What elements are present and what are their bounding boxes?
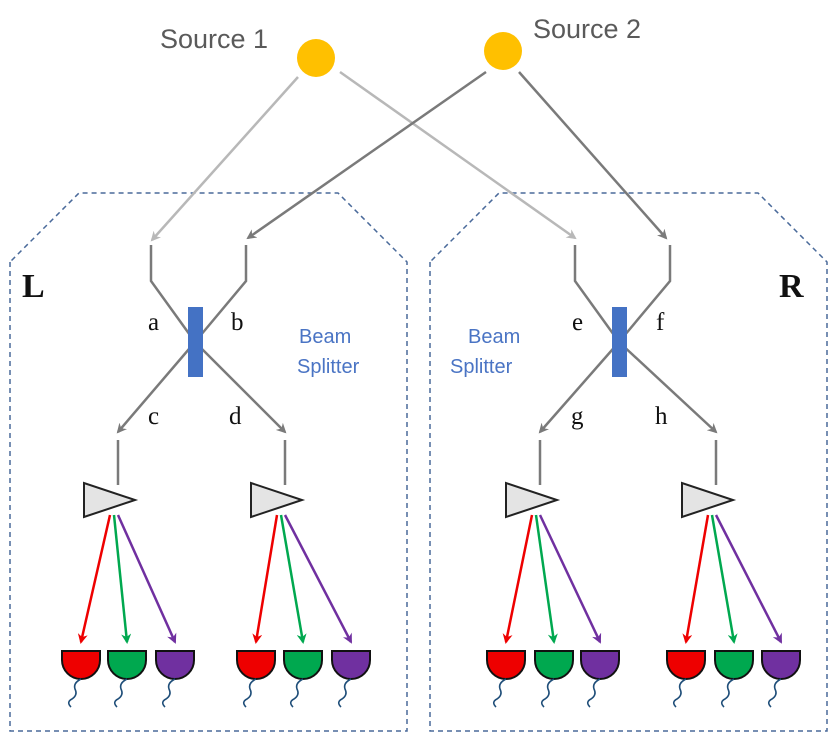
detector-wire-right-2-l (337, 678, 352, 708)
amplifier-left-r (505, 481, 561, 519)
source-2 (484, 32, 522, 70)
detector-arrow-left-2-r (538, 514, 602, 644)
detector-wire-right-2-r (767, 678, 782, 708)
port-out-left-r (538, 341, 620, 434)
amplifier-left-l (83, 481, 139, 519)
port-out-right-r (618, 341, 718, 434)
port-a-label: a (148, 309, 159, 336)
detector-left-1-r (534, 650, 574, 680)
beam-splitter-l (188, 307, 203, 377)
detector-wire-right-0-r (672, 678, 687, 708)
detector-arrow-left-2-l (116, 514, 177, 644)
port-b-label: b (231, 309, 244, 336)
region-r-label: R (779, 268, 804, 305)
detector-arrow-right-2-l (283, 514, 353, 644)
detector-arrow-right-1-r (710, 514, 738, 644)
detector-arrow-right-0-r (682, 514, 710, 644)
detector-wire-left-0-r (492, 678, 507, 708)
detector-arrow-left-1-r (534, 514, 558, 644)
port-out-right-l (194, 341, 287, 434)
path-source1-to-l (150, 76, 299, 242)
source-1-label: Source 1 (160, 24, 268, 54)
detector-left-1-l (107, 650, 147, 680)
beam-splitter-r-label-line2: Splitter (450, 356, 513, 378)
beam-splitter-l-label-line2: Splitter (297, 356, 360, 378)
detector-arrow-left-0-r (502, 514, 534, 644)
beam-splitter-r (612, 307, 627, 377)
beam-splitter-l-label-line1: Beam (299, 326, 351, 348)
detector-right-2-l (331, 650, 371, 680)
detector-right-1-l (283, 650, 323, 680)
port-c-label: c (148, 403, 159, 430)
path-source2-to-r (518, 71, 668, 240)
detector-wire-left-1-r (540, 678, 555, 708)
detector-wire-left-2-r (586, 678, 601, 708)
detector-right-0-l (236, 650, 276, 680)
source-1 (297, 39, 335, 77)
detector-right-2-r (761, 650, 801, 680)
source-2-label: Source 2 (533, 14, 641, 44)
port-in-right-l (194, 245, 248, 343)
detector-arrow-left-0-l (77, 514, 112, 644)
detector-left-0-l (61, 650, 101, 680)
path-source2-to-l (246, 70, 487, 240)
port-in-left-r (573, 245, 621, 343)
detector-arrow-left-1-l (112, 514, 132, 644)
detector-wire-left-0-l (67, 678, 82, 708)
region-l-label: L (22, 268, 45, 305)
path-source1-to-r (339, 70, 577, 240)
detector-right-0-r (666, 650, 706, 680)
region-r-border (429, 192, 828, 732)
detector-wire-right-1-r (720, 678, 735, 708)
port-g-label: g (571, 403, 584, 430)
port-out-left-l (116, 341, 196, 434)
port-h-label: h (655, 403, 668, 430)
region-l (61, 245, 371, 708)
port-in-right-r (618, 245, 672, 343)
detector-wire-right-1-l (289, 678, 304, 708)
detector-arrow-right-1-l (279, 514, 307, 644)
port-in-left-l (149, 245, 197, 343)
detector-left-0-r (486, 650, 526, 680)
detector-right-1-r (714, 650, 754, 680)
region-r (486, 245, 801, 708)
detector-wire-left-1-l (113, 678, 128, 708)
detector-wire-left-2-l (161, 678, 176, 708)
detector-wire-right-0-l (242, 678, 257, 708)
port-e-label: e (572, 309, 583, 336)
beam-splitter-r-label-line1: Beam (468, 326, 520, 348)
amplifier-right-l (250, 481, 306, 519)
detector-arrow-right-0-l (252, 514, 279, 644)
region-l-border (9, 192, 408, 732)
detector-left-2-l (155, 650, 195, 680)
amplifier-right-r (681, 481, 737, 519)
detector-arrow-right-2-r (714, 514, 783, 644)
port-d-label: d (229, 403, 242, 430)
detector-left-2-r (580, 650, 620, 680)
port-f-label: f (656, 309, 665, 336)
